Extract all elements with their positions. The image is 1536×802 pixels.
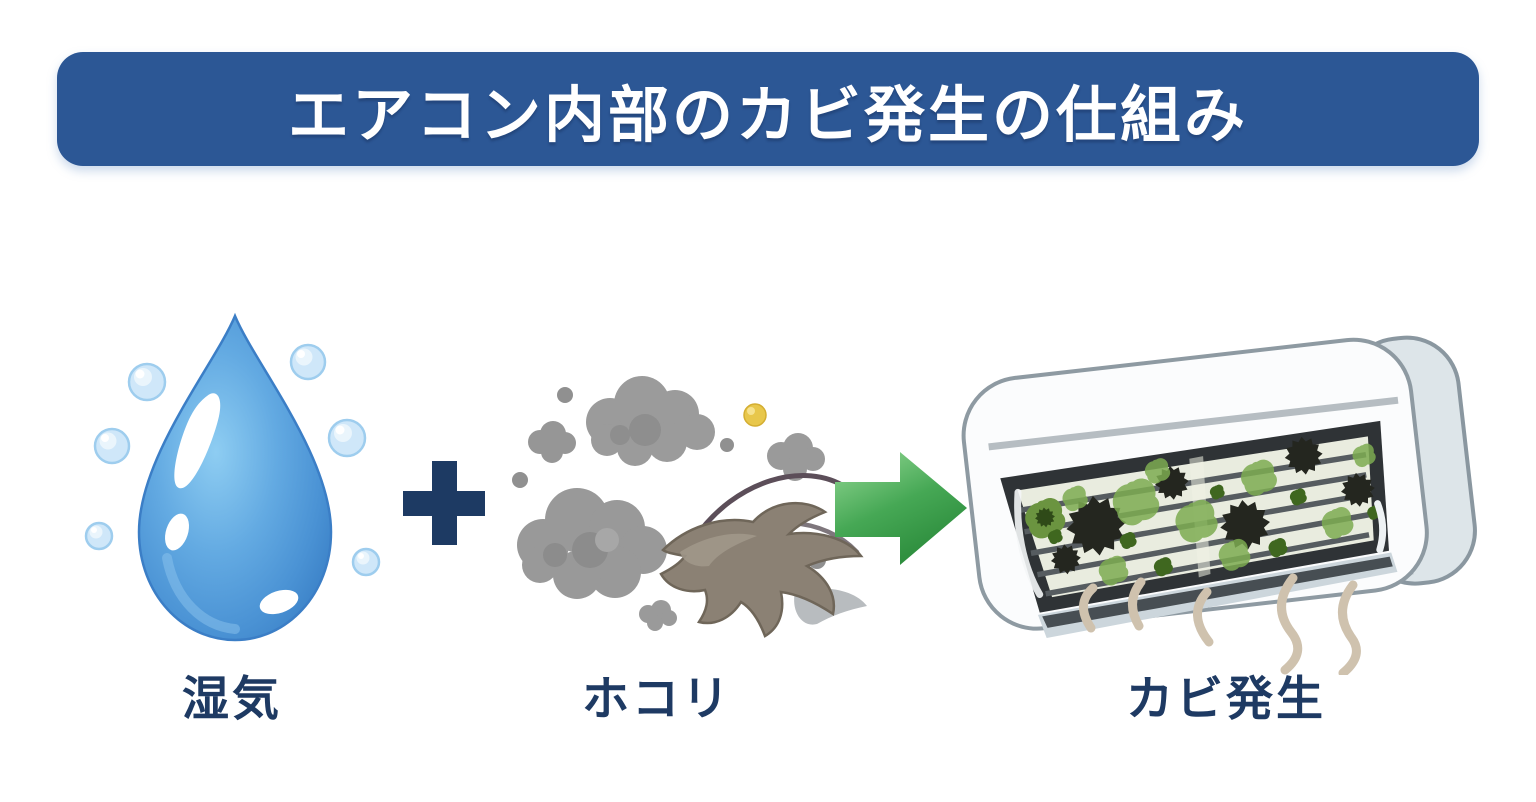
dust-bunny-highlight — [680, 533, 757, 567]
dust-cloud-icon — [512, 376, 867, 638]
title-banner: エアコン内部のカビ発生の仕組み — [57, 52, 1479, 166]
dust-cloud — [586, 376, 715, 466]
bubble-icon — [289, 343, 327, 381]
arrow-right-icon — [835, 452, 967, 565]
bubble-icon — [127, 362, 167, 402]
plus-icon — [403, 461, 485, 545]
dust-cloud — [767, 433, 825, 481]
dust-cloud — [528, 421, 576, 463]
dust-bunny-body — [659, 501, 864, 638]
bubble-icon — [351, 547, 381, 577]
ac-unit-body — [961, 335, 1477, 639]
dust-bunny-icon — [659, 473, 867, 638]
ac-gloss-dash — [1374, 500, 1387, 554]
page-title: エアコン内部のカビ発生の仕組み — [287, 80, 1248, 149]
ac-panel-seam — [988, 396, 1399, 451]
dust-cloud — [639, 600, 677, 631]
water-droplet-icon — [84, 312, 381, 642]
droplet-body — [137, 312, 333, 642]
bubble-icon — [93, 427, 131, 465]
bubble-icon — [327, 418, 367, 458]
moisture-label: 湿気 — [182, 672, 282, 725]
bubbles — [84, 343, 381, 577]
bubble-icon — [84, 521, 114, 551]
pollen-icon — [743, 403, 767, 427]
plus-vertical-bar — [432, 461, 457, 545]
ac-open-interior — [1000, 420, 1389, 613]
mold-label: カビ発生 — [1126, 672, 1326, 725]
dust-label: ホコリ — [582, 672, 732, 725]
dust-cloud — [517, 488, 667, 599]
moldy-air-conditioner-icon — [961, 335, 1477, 675]
odor-lines — [1079, 573, 1361, 675]
